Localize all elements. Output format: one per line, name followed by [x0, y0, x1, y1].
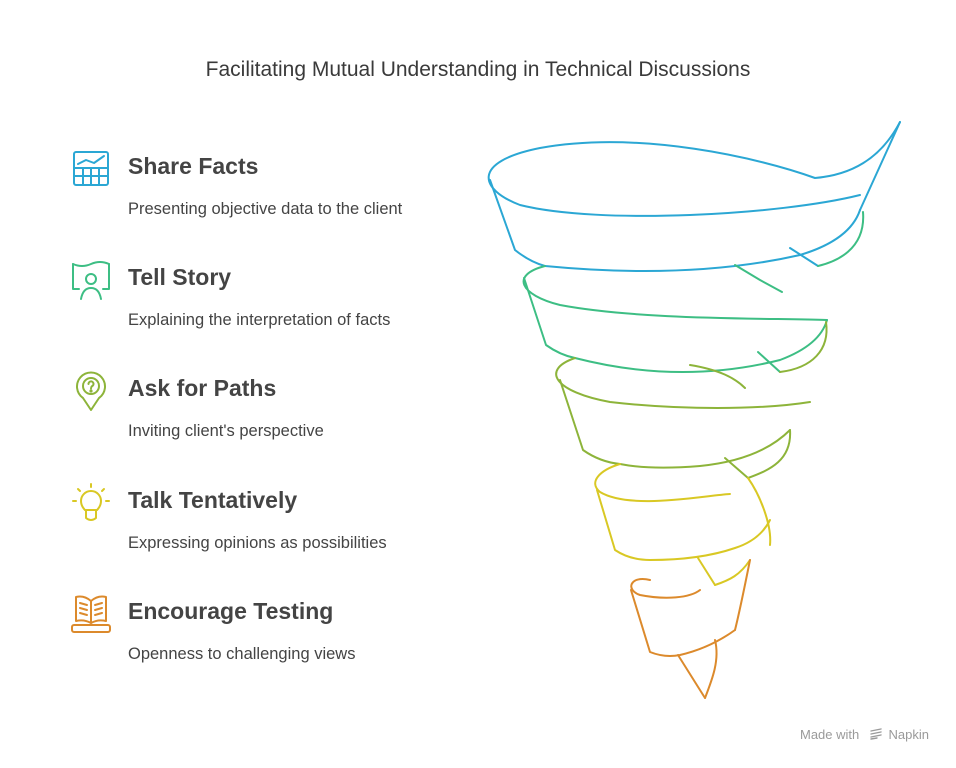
item-heading: Encourage Testing [128, 598, 334, 624]
funnel-level-talk-tentatively [594, 463, 772, 586]
open-book-icon [70, 593, 112, 635]
item-description: Inviting client's perspective [128, 422, 324, 440]
funnel-level-encourage-testing [630, 559, 751, 699]
made-with-napkin-credit: Made with Napkin [800, 727, 929, 743]
item-description: Openness to challenging views [128, 645, 356, 663]
question-pin-icon [70, 370, 112, 412]
funnel-level-ask-for-paths [555, 321, 828, 479]
item-description: Presenting objective data to the client [128, 200, 403, 218]
lightbulb-icon [70, 482, 112, 524]
item-ask-for-paths: Ask for Paths Inviting client's perspect… [70, 370, 470, 450]
item-description: Explaining the interpretation of facts [128, 311, 391, 329]
item-heading: Tell Story [128, 264, 232, 290]
made-with-text: Made with [800, 727, 860, 742]
napkin-brand-text: Napkin [888, 727, 929, 742]
item-talk-tentatively: Talk Tentatively Expressing opinions as … [70, 482, 470, 562]
presenter-icon [70, 259, 112, 301]
funnel-level-tell-story [522, 211, 865, 374]
item-share-facts: Share Facts Presenting objective data to… [70, 148, 470, 228]
funnel-level-share-facts [487, 121, 901, 273]
item-tell-story: Tell Story Explaining the interpretation… [70, 259, 470, 339]
spiral-funnel-graphic [487, 121, 901, 699]
diagram-title: Facilitating Mutual Understanding in Tec… [205, 58, 751, 81]
item-heading: Ask for Paths [128, 375, 277, 401]
item-description: Expressing opinions as possibilities [128, 534, 387, 552]
item-heading: Talk Tentatively [128, 487, 298, 513]
chart-grid-icon [70, 148, 112, 190]
napkin-logo-icon [869, 728, 883, 743]
item-heading: Share Facts [128, 153, 259, 179]
item-encourage-testing: Encourage Testing Openness to challengin… [70, 593, 470, 673]
